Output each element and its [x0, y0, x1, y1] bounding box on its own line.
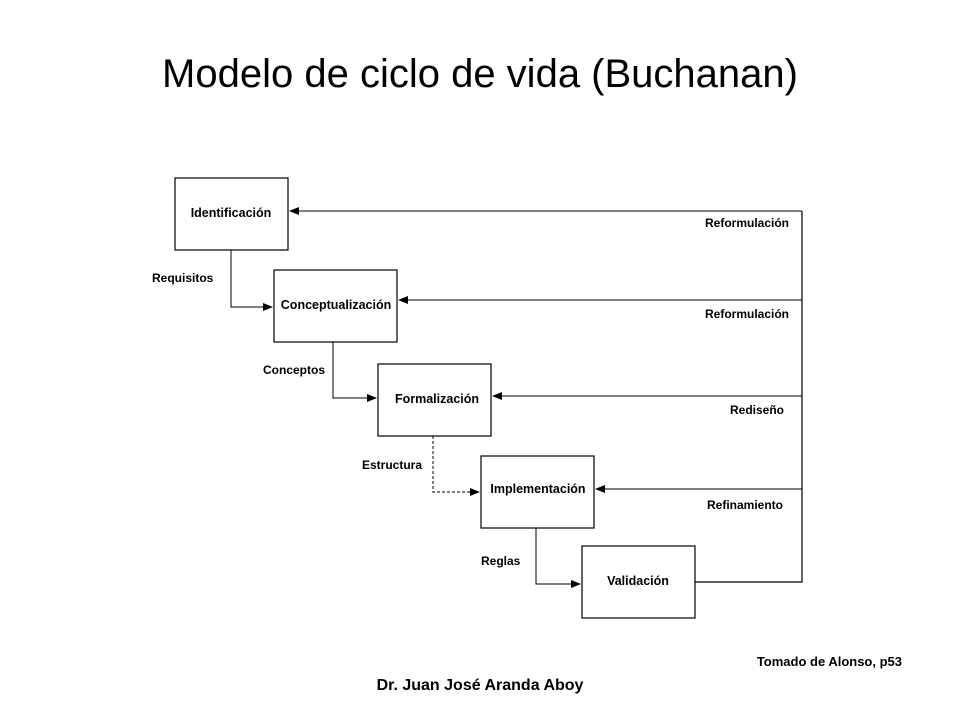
edge-label: Estructura: [362, 458, 422, 472]
forward-arrow-estructura: Estructura: [362, 436, 480, 496]
forward-arrow-reglas: Reglas: [481, 528, 581, 588]
edge-label: Reformulación: [705, 307, 789, 321]
feedback-arrow-rediseno: Rediseño: [492, 392, 802, 417]
stage-conceptualizacion: Conceptualización: [273, 269, 398, 343]
slide-title: Modelo de ciclo de vida (Buchanan): [162, 52, 798, 96]
edge-label: Reglas: [481, 554, 521, 568]
stage-label: Identificación: [191, 206, 272, 220]
forward-arrow-requisitos: Requisitos: [152, 250, 273, 311]
edge-label: Conceptos: [263, 363, 325, 377]
stage-validacion: Validación: [581, 545, 696, 619]
stage-formalizacion: Formalización: [377, 363, 492, 437]
feedback-arrow-reformulacion-2: Reformulación: [398, 296, 802, 321]
edge-label: Rediseño: [730, 403, 784, 417]
feedback-arrow-reformulacion-1: Reformulación: [289, 207, 802, 230]
stage-label: Formalización: [395, 392, 479, 406]
source-note: Tomado de Alonso, p53: [756, 654, 902, 669]
stage-label: Validación: [607, 574, 669, 588]
feedback-arrow-refinamiento: Refinamiento: [595, 485, 802, 512]
stage-implementacion: Implementación: [480, 455, 595, 529]
stage-label: Conceptualización: [281, 298, 391, 312]
author-name: Dr. Juan José Aranda Aboy: [376, 677, 584, 694]
edge-label: Reformulación: [705, 216, 789, 230]
feedback-trunk: [695, 211, 803, 583]
edge-label: Requisitos: [152, 271, 214, 285]
edge-label: Refinamiento: [707, 498, 783, 512]
forward-arrow-conceptos: Conceptos: [263, 342, 377, 402]
stage-identificacion: Identificación: [174, 177, 289, 251]
stage-label: Implementación: [490, 482, 585, 496]
